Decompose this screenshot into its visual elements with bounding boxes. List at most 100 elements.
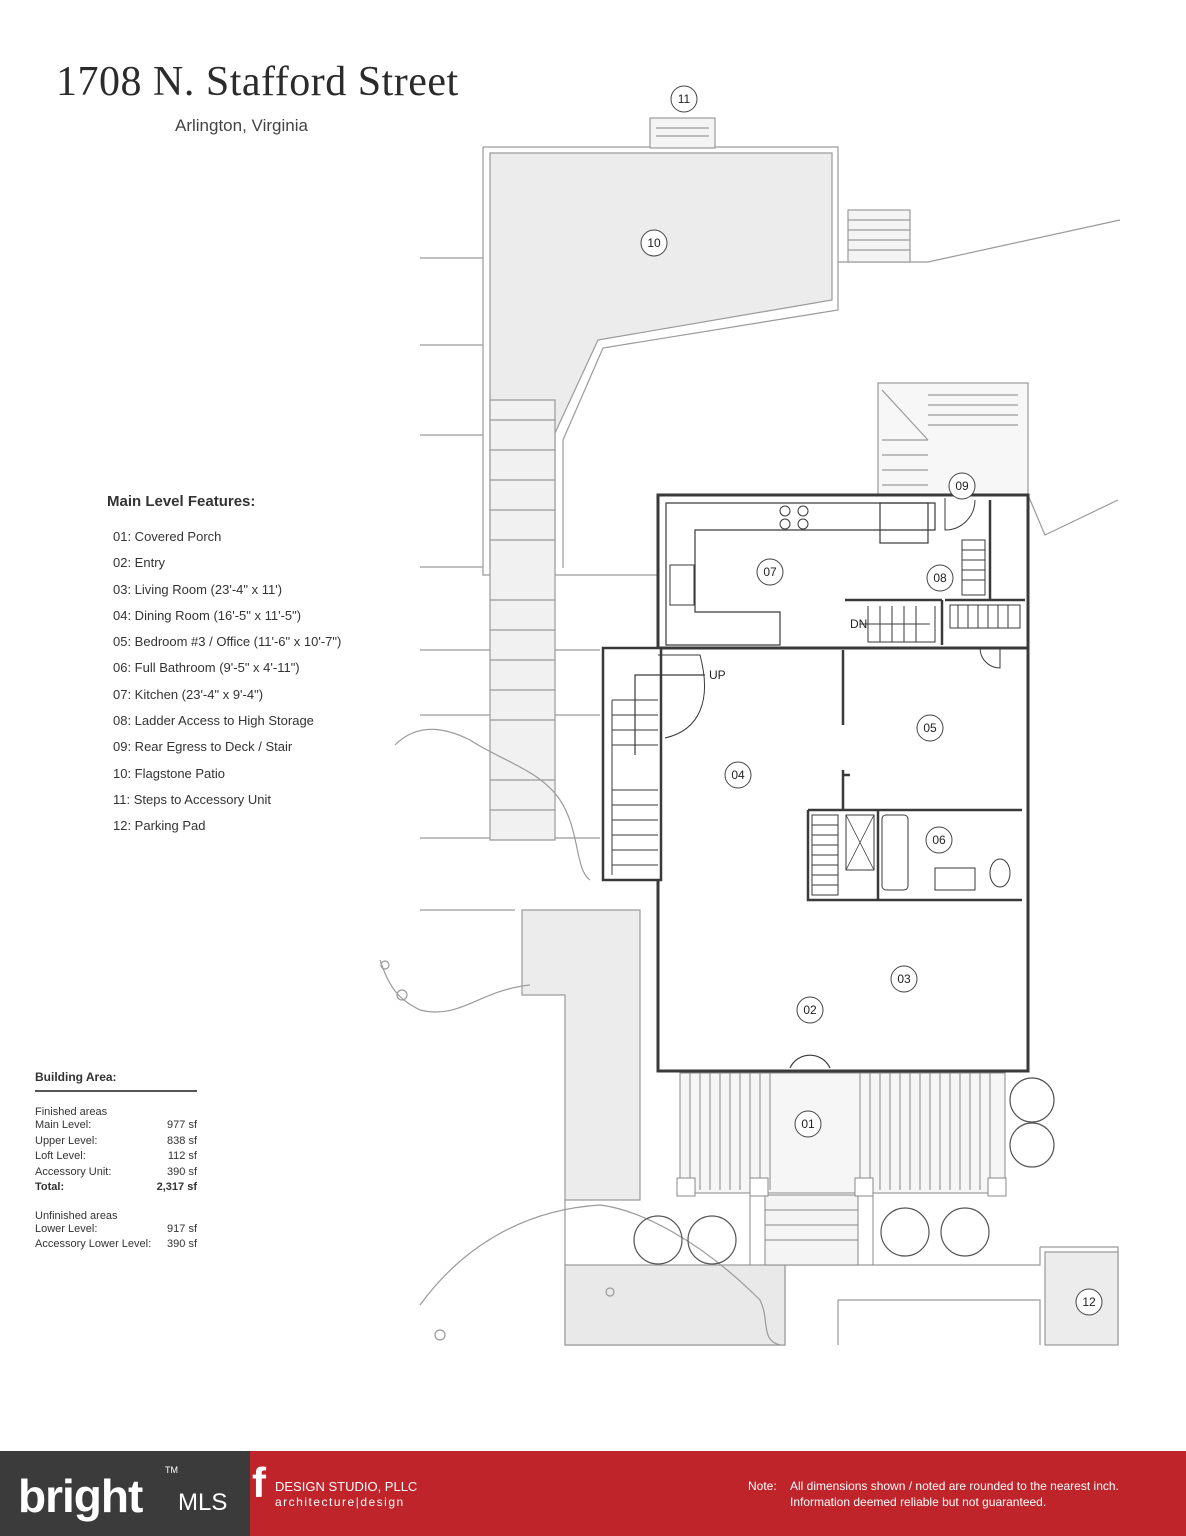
- bright-trademark: TM: [165, 1465, 178, 1475]
- room-bubble-10: [640, 229, 668, 257]
- kitchen-block-wall: [656, 493, 1030, 652]
- shower-x: [845, 814, 875, 871]
- room-label-03: 03: [897, 972, 911, 986]
- cooktop-burner: [797, 505, 809, 517]
- cooktop-burner: [779, 518, 791, 530]
- feature-item: 10: Flagstone Patio: [113, 765, 226, 781]
- shower: [845, 814, 875, 871]
- shrub: [880, 1207, 930, 1257]
- patio-stair: [847, 209, 911, 263]
- bright-mls-text: MLS: [178, 1489, 228, 1516]
- room-bubble-02: [796, 996, 824, 1024]
- area-row: Lower Level:917 sf: [35, 1222, 197, 1238]
- room-label-05: 05: [923, 721, 937, 735]
- building-area-table: Building Area: Finished areas Main Level…: [35, 1070, 197, 1253]
- unfinished-areas: Unfinished areas Lower Level:917 sf Acce…: [35, 1210, 197, 1253]
- feature-item: 03: Living Room (23'-4" x 11'): [113, 581, 283, 597]
- room-bubble-03: [890, 965, 918, 993]
- feature-item: 12: Parking Pad: [113, 818, 206, 834]
- page-title: 1708 N. Stafford Street: [56, 59, 459, 105]
- stair-up-label: UP: [709, 668, 726, 682]
- unfinished-areas-heading: Unfinished areas: [35, 1209, 118, 1222]
- note-label: Note:: [748, 1479, 777, 1493]
- main-block-wall: [656, 646, 1030, 1073]
- room-label-02: 02: [803, 1003, 817, 1017]
- room-label-10: 10: [647, 236, 661, 250]
- area-value: 390 sf: [167, 1165, 197, 1178]
- rear-door: [944, 498, 976, 531]
- toilet: [989, 858, 1011, 888]
- feature-item: 11: Steps to Accessory Unit: [113, 791, 271, 807]
- room-bubble-06: [925, 826, 953, 854]
- room-label-09: 09: [955, 479, 969, 493]
- room-label-08: 08: [933, 571, 947, 585]
- studio-tagline: architecture|design: [275, 1495, 405, 1509]
- area-label: Upper Level:: [35, 1134, 98, 1147]
- down-stair: [860, 606, 936, 643]
- area-value: 112 sf: [167, 1150, 197, 1162]
- room-label-12: 12: [1082, 1295, 1096, 1309]
- shrub: [1009, 1077, 1055, 1123]
- patio-edge: [482, 147, 658, 576]
- page-subtitle: Arlington, Virginia: [175, 116, 308, 135]
- room-label-01: 01: [801, 1117, 815, 1131]
- entry-door: [789, 1054, 831, 1069]
- interior-walls: [806, 500, 1025, 902]
- feature-item: 04: Dining Room (16'-5" x 11'-5"): [113, 607, 302, 623]
- footer-bar: bright TM MLS f DESIGN STUDIO, PLLC arch…: [0, 1451, 1186, 1536]
- side-line-right: [1027, 494, 1119, 536]
- studio-logo-letter: f: [252, 1459, 266, 1506]
- room-label-11: 11: [678, 92, 691, 106]
- studio-name: DESIGN STUDIO, PLLC: [275, 1479, 418, 1494]
- refrigerator: [879, 502, 929, 544]
- porch-post: [749, 1177, 769, 1197]
- area-label: Accessory Lower Level:: [35, 1238, 152, 1250]
- room-bubble-12: [1075, 1288, 1103, 1316]
- shrub: [940, 1207, 990, 1257]
- room-bubble-04: [724, 761, 752, 789]
- kitchen-counter: [665, 502, 936, 646]
- bathtub: [881, 814, 909, 891]
- room-bubble-09: [948, 472, 976, 500]
- bath-vanity: [934, 867, 976, 891]
- path-strip: [489, 399, 556, 841]
- porch-post: [854, 1177, 874, 1197]
- porch-post: [676, 1177, 696, 1197]
- features-list: 01: Covered Porch 02: Entry 03: Living R…: [113, 528, 341, 844]
- shrub: [633, 1215, 683, 1265]
- area-value: 917 sf: [167, 1222, 197, 1235]
- area-label: Main Level:: [35, 1119, 92, 1131]
- area-label: Loft Level:: [35, 1150, 86, 1162]
- feature-item: 05: Bedroom #3 / Office (11'-6" x 10'-7"…: [113, 634, 342, 650]
- area-label: Accessory Unit:: [35, 1165, 112, 1178]
- steps-accessory: [649, 117, 716, 149]
- patio-stair-lines: [848, 219, 910, 251]
- porch-post: [987, 1177, 1007, 1197]
- feature-item: 01: Covered Porch: [113, 529, 222, 544]
- room-bubble-07: [756, 558, 784, 586]
- stone: [380, 960, 390, 970]
- features-heading: Main Level Features:: [107, 493, 256, 510]
- stair-winder: [658, 654, 705, 739]
- feature-item: 09: Rear Egress to Deck / Stair: [113, 739, 293, 755]
- stair-down-label: DN: [850, 617, 867, 631]
- bright-mls-logo: bright TM MLS: [0, 1451, 250, 1536]
- area-row: Loft Level: 112 sf: [35, 1149, 197, 1165]
- area-row: Accessory Lower Level:390 sf: [35, 1237, 197, 1253]
- area-total-row: Total:2,317 sf: [35, 1180, 197, 1196]
- room-label-06: 06: [932, 833, 946, 847]
- stone: [396, 989, 408, 1001]
- stair-arrow: [634, 674, 705, 755]
- closet-shelving: [811, 539, 1021, 896]
- feature-item: 08: Ladder Access to High Storage: [113, 713, 314, 729]
- planting-outline: [379, 728, 781, 1346]
- porch-boards: [689, 1073, 991, 1190]
- area-total-value: 2,317 sf: [156, 1181, 197, 1193]
- finished-areas-heading: Finished areas: [35, 1106, 108, 1118]
- area-value: 977 sf: [167, 1119, 197, 1131]
- closet-door: [979, 647, 1001, 669]
- note-line-2: Information deemed reliable but not guar…: [790, 1495, 1047, 1509]
- cooktop-burner: [779, 505, 791, 517]
- shrub: [1009, 1122, 1055, 1168]
- room-bubble-05: [916, 714, 944, 742]
